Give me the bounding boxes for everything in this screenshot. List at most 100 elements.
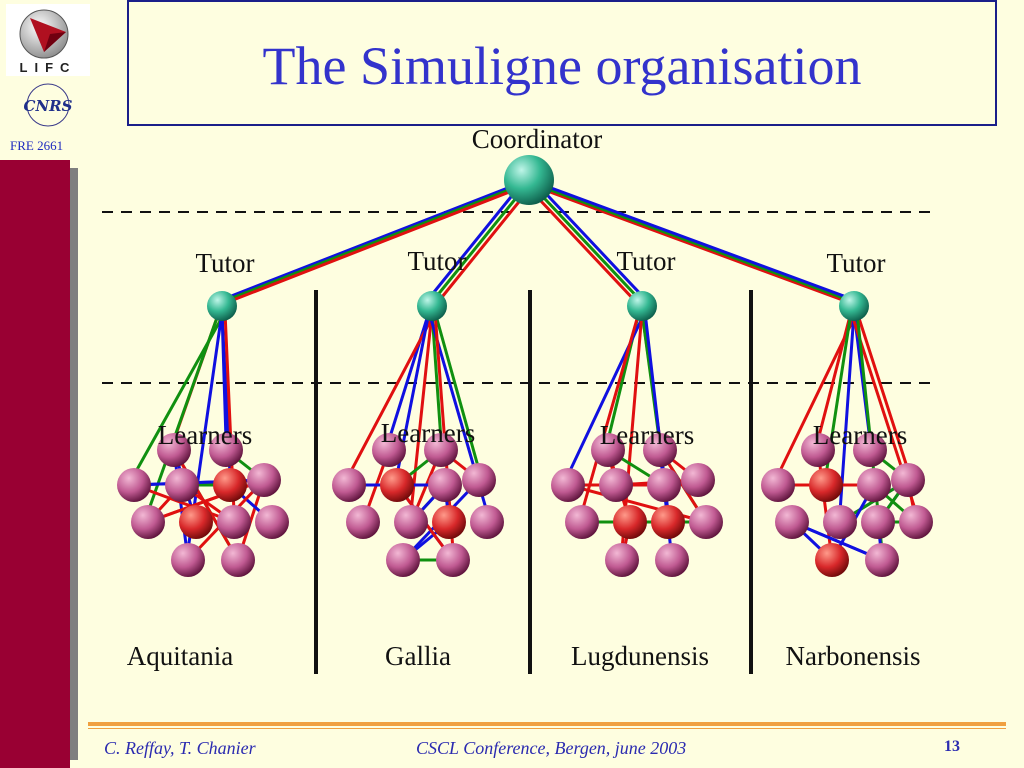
learner-node bbox=[655, 543, 689, 577]
learners-label: Learners bbox=[381, 418, 475, 448]
learner-node bbox=[801, 433, 835, 467]
learner-node bbox=[861, 505, 895, 539]
learner-node bbox=[432, 505, 466, 539]
hierarchy-separators bbox=[102, 211, 938, 384]
tutor-learner-link bbox=[430, 310, 443, 442]
learner-learner-link bbox=[816, 448, 834, 562]
learner-node bbox=[221, 543, 255, 577]
coordinator-label: Coordinator bbox=[472, 124, 602, 154]
learner-node bbox=[551, 468, 585, 502]
tutor-learner-link bbox=[409, 310, 434, 514]
learner-node bbox=[809, 468, 843, 502]
learner-node bbox=[213, 468, 247, 502]
learner-node bbox=[689, 505, 723, 539]
learner-node bbox=[591, 433, 625, 467]
tutor-learner-link bbox=[580, 310, 641, 514]
tutor-label: Tutor bbox=[826, 248, 885, 278]
learner-node bbox=[436, 543, 470, 577]
coordinator-tutor-link bbox=[533, 180, 650, 304]
learner-node bbox=[599, 468, 633, 502]
learner-node bbox=[815, 543, 849, 577]
tutor-learner-link bbox=[433, 310, 481, 472]
cnrs-logo: CNRS bbox=[20, 82, 76, 128]
learner-node bbox=[823, 505, 857, 539]
cnrs-logo-text: CNRS bbox=[24, 97, 73, 115]
coordinator-tutor-link bbox=[527, 180, 644, 304]
tutor-learner-link bbox=[347, 310, 437, 477]
group-name-narbonensis: Narbonensis bbox=[786, 641, 921, 671]
coordinator-tutor-link bbox=[430, 180, 531, 304]
learner-node bbox=[775, 505, 809, 539]
group-dividers bbox=[314, 290, 753, 674]
tutor-learner-link bbox=[776, 310, 859, 477]
learners-label: Learners bbox=[158, 420, 252, 450]
footer-rule bbox=[88, 722, 1006, 726]
learner-node bbox=[891, 463, 925, 497]
unit-label: FRE 2661 bbox=[10, 138, 64, 153]
learner-node bbox=[217, 505, 251, 539]
sidebar: LIFC CNRS FRE 2661 bbox=[0, 0, 92, 768]
learner-node bbox=[209, 433, 243, 467]
learner-node bbox=[899, 505, 933, 539]
learner-node bbox=[394, 505, 428, 539]
coordinator-tutor-link bbox=[521, 180, 850, 304]
group-name-aquitania: Aquitania bbox=[127, 641, 233, 671]
learner-node bbox=[386, 543, 420, 577]
learner-node bbox=[681, 463, 715, 497]
learners-label: Learners bbox=[813, 420, 907, 450]
learner-node bbox=[179, 505, 213, 539]
learner-node bbox=[131, 505, 165, 539]
group-name-lugdunensis: Lugdunensis bbox=[571, 641, 709, 671]
tutor-learner-link bbox=[146, 310, 221, 514]
learner-node bbox=[605, 543, 639, 577]
page-number: 13 bbox=[944, 738, 960, 755]
learner-node bbox=[346, 505, 380, 539]
coordinator-node bbox=[504, 155, 554, 205]
learner-learner-link bbox=[132, 483, 236, 524]
page-title: The Simuligne organisation bbox=[262, 36, 862, 96]
learner-node bbox=[613, 505, 647, 539]
tutor-node bbox=[207, 291, 237, 321]
learner-node bbox=[424, 433, 458, 467]
sidebar-bar bbox=[0, 160, 70, 768]
tutor-label: Tutor bbox=[195, 248, 254, 278]
learner-node bbox=[761, 468, 795, 502]
footer-authors: C. Reffay, T. Chanier bbox=[104, 738, 256, 758]
learner-node bbox=[332, 468, 366, 502]
learner-node bbox=[565, 505, 599, 539]
learner-node bbox=[165, 468, 199, 502]
lifc-logo: LIFC bbox=[6, 4, 90, 76]
nodes-layer bbox=[117, 155, 933, 577]
coordinator-tutor-link bbox=[424, 180, 525, 304]
coordinator-tutor-link bbox=[527, 180, 856, 304]
tutor-node bbox=[839, 291, 869, 321]
links-layer bbox=[132, 180, 918, 562]
tutor-label: Tutor bbox=[407, 246, 466, 276]
learner-node bbox=[117, 468, 151, 502]
learner-node bbox=[470, 505, 504, 539]
diagram-labels: Coordinator Tutor Tutor Tutor Tutor Lear… bbox=[127, 124, 921, 671]
learner-node bbox=[643, 433, 677, 467]
learner-node bbox=[380, 468, 414, 502]
coordinator-tutor-link bbox=[521, 180, 638, 304]
footer-conference: CSCL Conference, Bergen, june 2003 bbox=[416, 738, 687, 758]
coordinator-tutor-link bbox=[533, 180, 862, 304]
tutor-learner-link bbox=[838, 310, 856, 514]
coordinator-tutor-link bbox=[220, 180, 531, 304]
tutor-node bbox=[627, 291, 657, 321]
learner-node bbox=[647, 468, 681, 502]
learner-node bbox=[171, 543, 205, 577]
learner-node bbox=[255, 505, 289, 539]
learner-node bbox=[853, 433, 887, 467]
group-name-gallia: Gallia bbox=[385, 641, 451, 671]
learner-learner-link bbox=[172, 448, 190, 562]
learner-node bbox=[428, 468, 462, 502]
learner-node bbox=[157, 433, 191, 467]
learner-node bbox=[651, 505, 685, 539]
learner-node bbox=[462, 463, 496, 497]
coordinator-tutor-link bbox=[226, 180, 537, 304]
tutor-node bbox=[417, 291, 447, 321]
footer-rule-thin bbox=[88, 728, 1006, 729]
learner-node bbox=[857, 468, 891, 502]
